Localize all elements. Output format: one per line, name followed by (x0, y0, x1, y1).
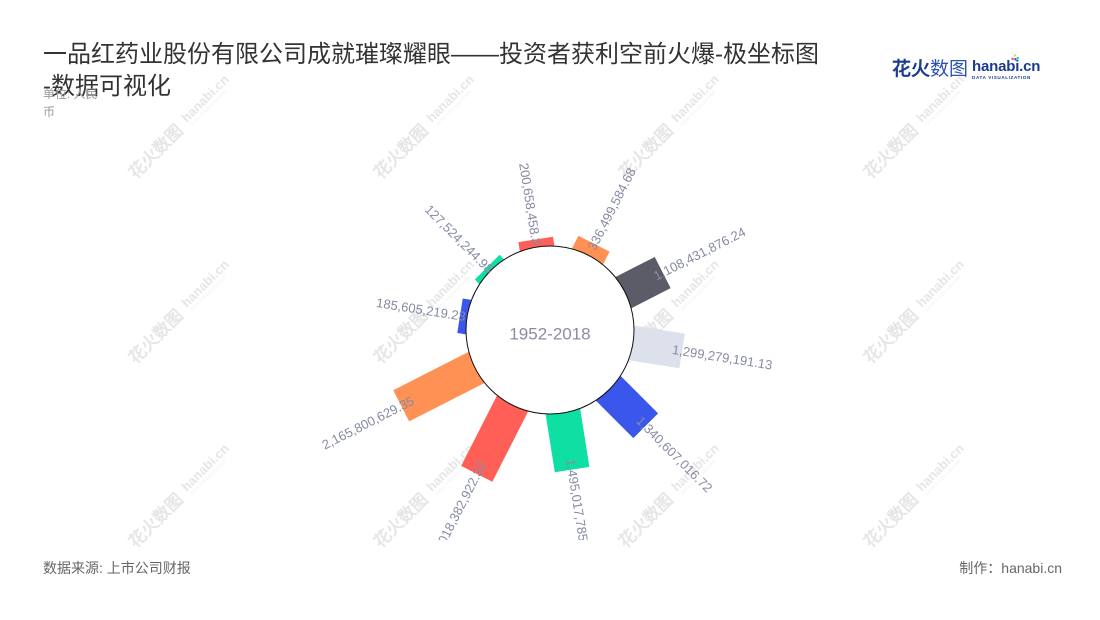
bar-value-label: 2,018,382,922.32 (430, 459, 489, 540)
bar-value-label: 336,499,584.68 (584, 165, 638, 252)
data-source: 数据来源: 上市公司财报 (43, 560, 191, 576)
sparkle-icon (1011, 54, 1020, 62)
bar-value-label: 127,524,244.98 (422, 202, 497, 277)
logo-tagline: DATA VISUALIZATION (972, 75, 1031, 81)
unit-subtitle: 单位: 人民币 (43, 87, 98, 119)
brand-logo: 花火数图 hanabi.cn DATA VISUALIZATION (892, 54, 1041, 82)
logo-cn: 花火数图 (892, 58, 968, 82)
center-label: 1952-2018 (509, 325, 590, 344)
bar-value-label: 1,340,607,016.72 (633, 413, 715, 495)
bar-value-label: 1,108,431,876.24 (651, 224, 748, 283)
bar-value-label: 1,495,017,785.2 (563, 458, 593, 540)
logo-en-text: hanabi.cn (972, 58, 1041, 76)
bar-value-label: 2,165,800,629.35 (319, 393, 416, 452)
logo-cn-light: 数图 (930, 59, 969, 80)
logo-cn-bold: 花火 (892, 59, 931, 80)
page-title: 一品红药业股份有限公司成就璀璨耀眼——投资者获利空前火爆-极坐标图 -数据可视化 (43, 39, 819, 103)
bar-value-label: 1,299,279,191.13 (671, 342, 773, 373)
bar-value-label: 185,605,219.23 (375, 295, 467, 324)
title-line-1: 一品红药业股份有限公司成就璀璨耀眼——投资者获利空前火爆-极坐标图 (43, 41, 819, 68)
polar-bar-chart: 1952-2018 200,658,458.3 336,499,584.681,1… (319, 162, 773, 540)
credit: 制作：hanabi.cn (959, 560, 1062, 576)
bar-value-label: 200,658,458.3 (516, 162, 544, 246)
logo-en: hanabi.cn DATA VISUALIZATION (972, 54, 1041, 81)
title-line-2: -数据可视化 (43, 73, 171, 100)
center-circle (465, 245, 635, 415)
